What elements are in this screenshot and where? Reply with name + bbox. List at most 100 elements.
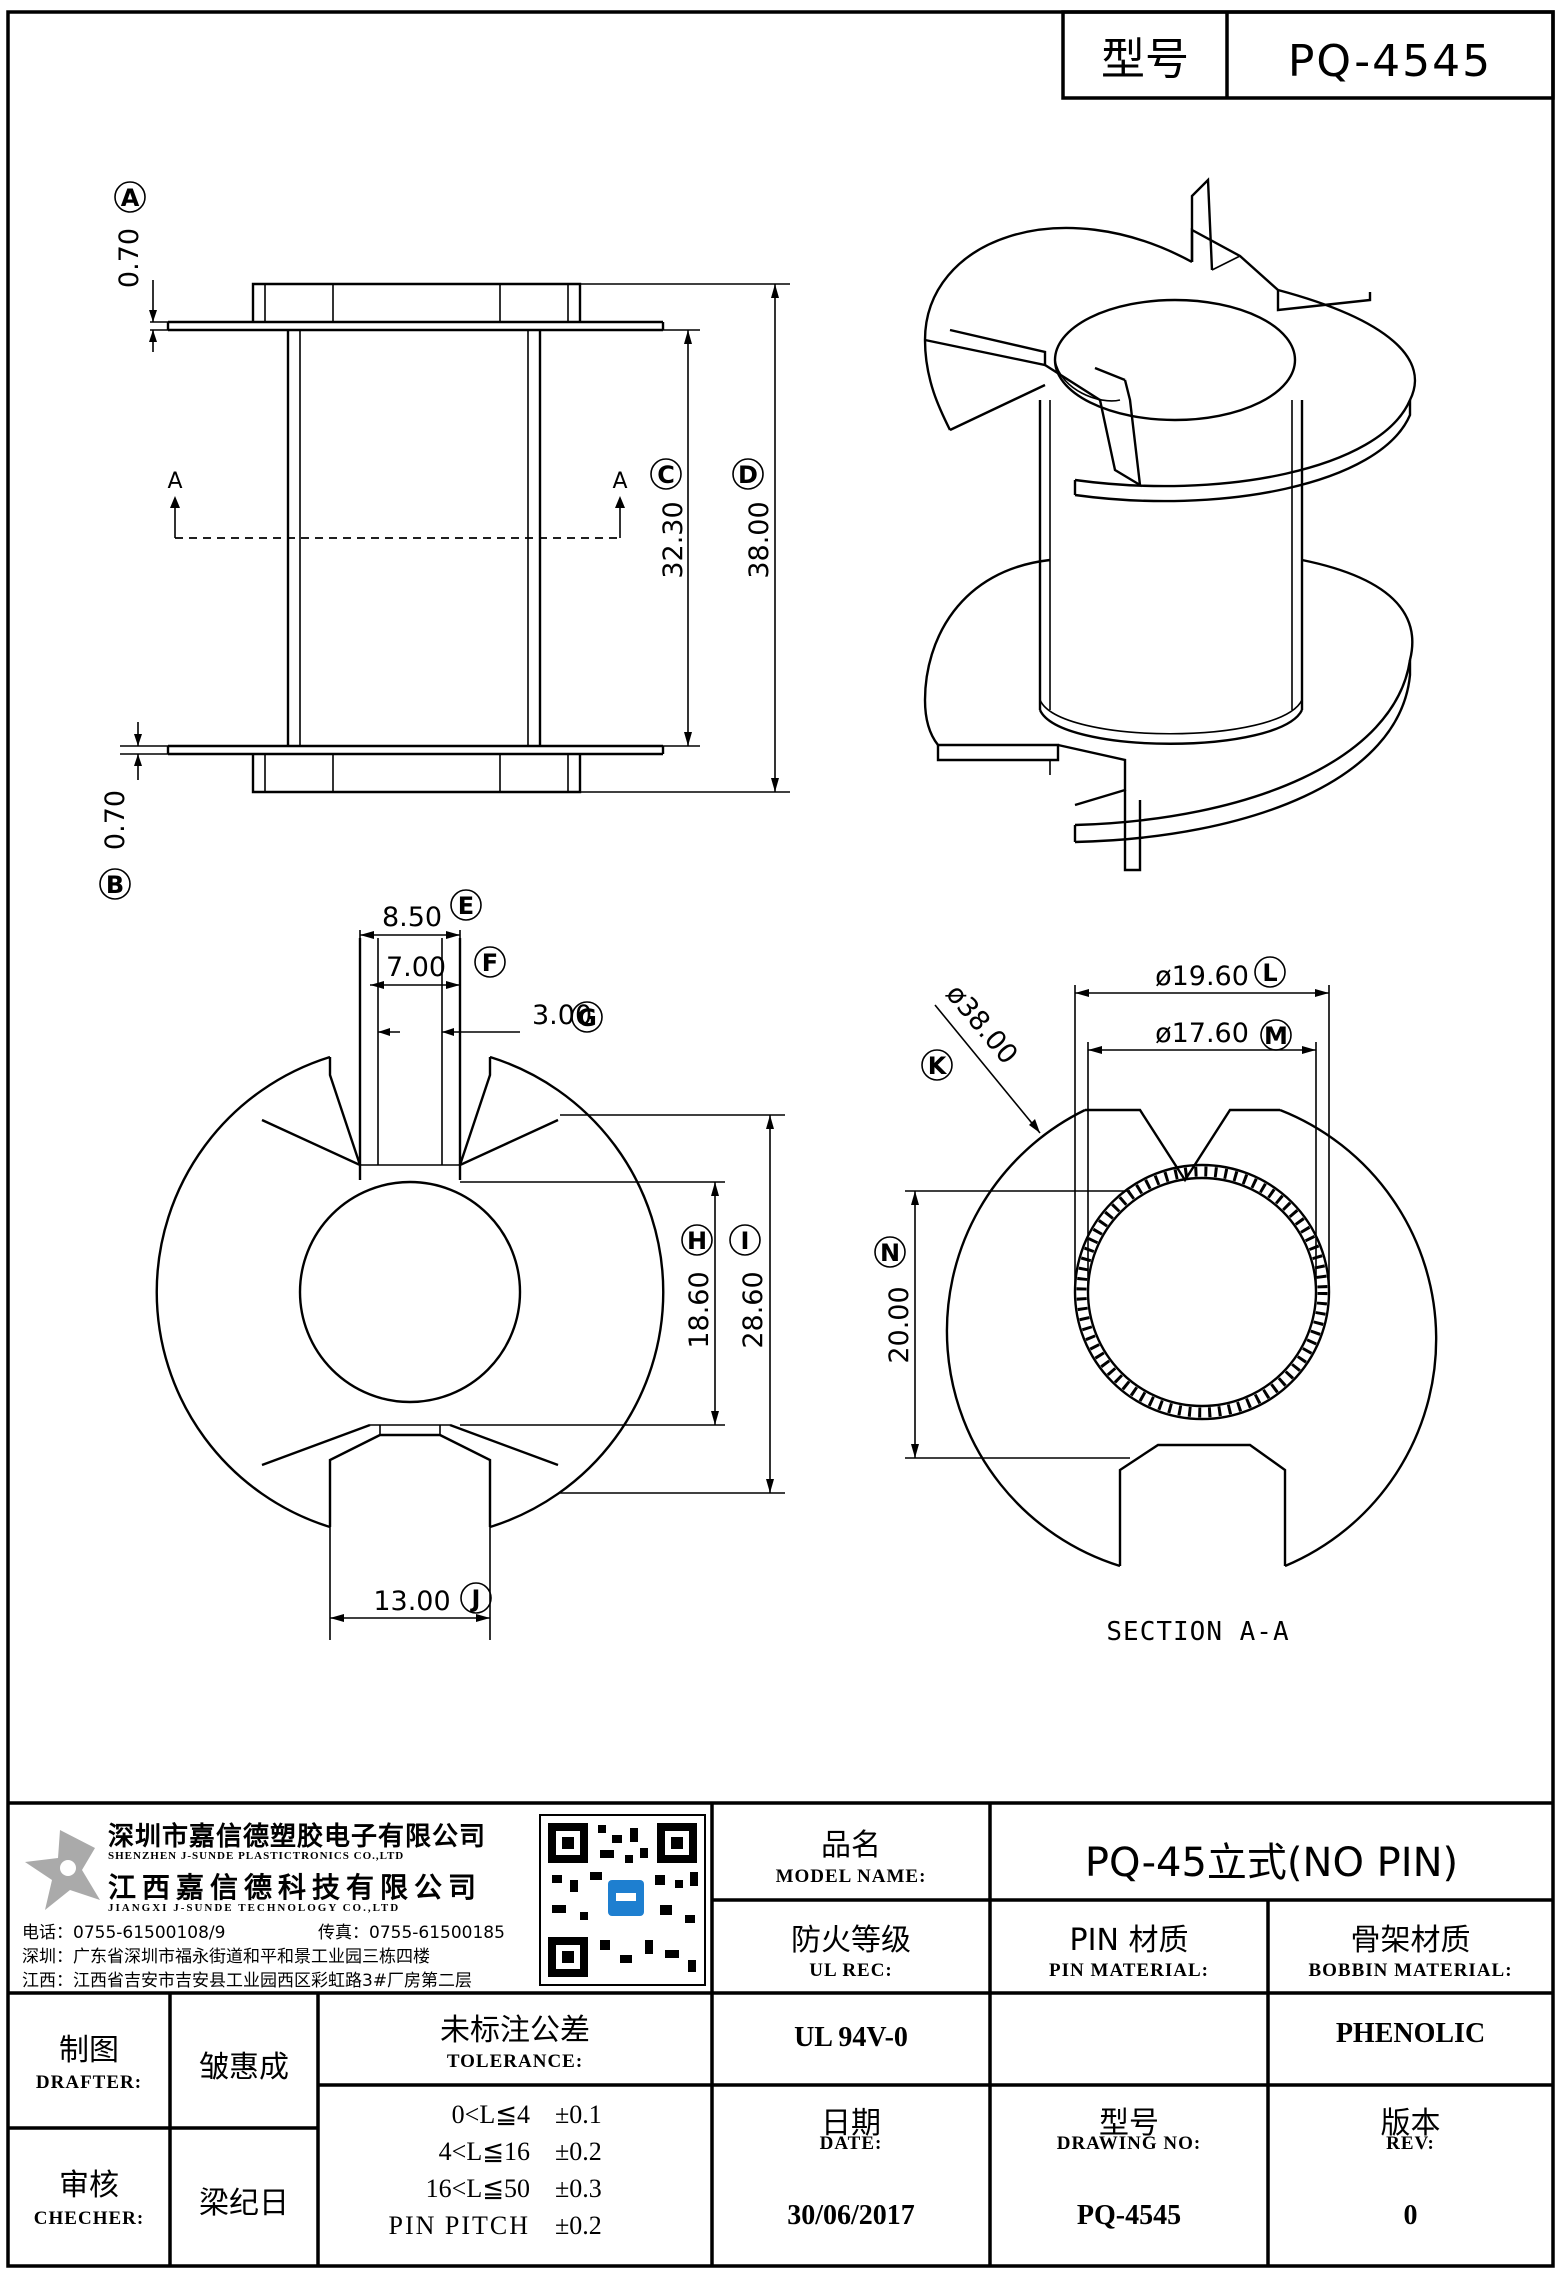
header-type-value: PQ-4545 [1288, 36, 1492, 87]
company-name-en-2: JIANGXI J-SUNDE TECHNOLOGY CO.,LTD [108, 1902, 401, 1914]
pin-material-label-cn: PIN 材质 [1069, 1923, 1189, 1958]
company-address-jiangxi: 江西：江西省吉安市吉安县工业园西区彩虹路3#厂房第二层 [22, 1971, 473, 1991]
dim-K-value: ø38.00 [939, 979, 1023, 1071]
company-name-cn-2: 江西嘉信德科技有限公司 [108, 1871, 483, 1904]
dim-M-letter: M [1264, 1022, 1288, 1050]
tolerance-range-4: PIN PITCH [388, 2211, 530, 2240]
dim-B-marker [99, 868, 131, 900]
section-marker-right: A [612, 469, 627, 494]
company-fax: 传真：0755-61500185 [318, 1923, 505, 1943]
drawing-no-label-cn: 型号 [1099, 2106, 1159, 2141]
dim-J-marker [460, 1582, 492, 1614]
bobbin-material-label-cn: 骨架材质 [1350, 1923, 1471, 1958]
tolerance-value-2: ±0.2 [555, 2137, 602, 2166]
dim-F-value: 7.00 [386, 952, 446, 983]
dim-A-marker [114, 181, 146, 213]
tolerance-label-en: TOLERANCE: [446, 2051, 584, 2072]
dim-D-letter: D [738, 461, 758, 489]
dim-G-marker [571, 1001, 603, 1033]
date-value: 30/06/2017 [787, 2200, 915, 2231]
section-view: ø19.60 L ø17.60 M ø38.00 K 20.00 N SECTI… [874, 956, 1438, 1647]
dim-H-letter: H [687, 1227, 707, 1255]
drafter-name: 皱惠成 [199, 2050, 289, 2085]
dim-I-value: 28.60 [738, 1271, 769, 1348]
company-tel: 电话：0755-61500108/9 [22, 1923, 226, 1943]
dim-H-value: 18.60 [684, 1271, 715, 1348]
dim-H-marker [681, 1224, 713, 1256]
dim-A-value: 0.70 [114, 228, 145, 288]
company-address-shenzhen: 深圳：广东省深圳市福永街道和平和景工业园三栋四楼 [22, 1947, 430, 1967]
dim-M-value: ø17.60 [1155, 1018, 1249, 1049]
section-marker-left: A [167, 469, 182, 494]
checker-label-cn: 审核 [59, 2168, 119, 2203]
checker-label-en: CHECHER: [33, 2208, 145, 2229]
ul-value: UL 94V-0 [794, 2022, 908, 2053]
dim-L-marker [1254, 956, 1286, 988]
title-block-grid [8, 1801, 1553, 2266]
section-title: SECTION A-A [1106, 1617, 1289, 1647]
dim-G-letter: G [577, 1004, 597, 1032]
ul-label-en: UL REC: [809, 1960, 893, 1981]
dim-J-value: 13.00 [373, 1586, 450, 1617]
drawing-no-value: PQ-4545 [1076, 2200, 1182, 2231]
drafter-label-cn: 制图 [59, 2033, 119, 2068]
dim-C-letter: C [657, 461, 675, 489]
qr-code [539, 1814, 706, 1986]
dim-B-value: 0.70 [100, 790, 131, 850]
top-view: 8.50 E 7.00 F 3.00 G 18.60 H 28.60 [155, 889, 785, 1640]
company-name-en-1: SHENZHEN J-SUNDE PLASTICTRONICS CO.,LTD [108, 1850, 405, 1862]
rev-label-en: REV: [1386, 2133, 1435, 2154]
rev-label-cn: 版本 [1380, 2106, 1441, 2141]
dim-C-marker [650, 458, 682, 490]
checker-name: 梁纪日 [199, 2186, 289, 2221]
ul-label-cn: 防火等级 [791, 1923, 911, 1958]
bobbin-material-label-en: BOBBIN MATERIAL: [1308, 1960, 1513, 1981]
dim-E-marker [450, 889, 482, 921]
dim-D-marker [732, 458, 764, 490]
company-name-cn-1: 深圳市嘉信德塑胶电子有限公司 [108, 1822, 487, 1852]
dim-G-value: 3.00 [532, 1000, 592, 1031]
drafter-label-en: DRAFTER: [35, 2072, 143, 2093]
dim-E-letter: E [458, 892, 474, 920]
model-name-label-en: MODEL NAME: [775, 1866, 927, 1887]
company-logo [25, 1830, 100, 1910]
dim-L-letter: L [1262, 959, 1277, 987]
dim-F-marker [474, 946, 506, 978]
tolerance-value-1: ±0.1 [555, 2100, 602, 2129]
dim-L-value: ø19.60 [1155, 961, 1249, 992]
date-label-cn: 日期 [821, 2106, 881, 2141]
dim-N-marker [874, 1236, 906, 1268]
dim-K-marker [921, 1049, 953, 1081]
dim-N-letter: N [880, 1239, 900, 1267]
dim-K-letter: K [928, 1052, 948, 1080]
dim-B-letter: B [106, 871, 124, 899]
pin-material-label-en: PIN MATERIAL: [1049, 1960, 1209, 1981]
dim-I-letter: I [741, 1227, 750, 1255]
dim-C-value: 32.30 [658, 501, 689, 578]
tolerance-label-cn: 未标注公差 [440, 2013, 590, 2048]
model-name-label-cn: 品名 [821, 1828, 881, 1863]
header-type-box: 型号 PQ-4545 [1061, 10, 1555, 100]
rev-value: 0 [1403, 2200, 1418, 2231]
isometric-view [923, 177, 1416, 872]
tolerance-value-4: ±0.2 [555, 2211, 602, 2240]
drawing-no-label-en: DRAWING NO: [1056, 2133, 1202, 2154]
tolerance-range-3: 16<L≦50 [425, 2174, 530, 2203]
dim-F-letter: F [482, 949, 498, 977]
dim-I-marker [729, 1224, 761, 1256]
header-type-label: 型号 [1101, 34, 1189, 85]
front-view: A A 0.70 A 0.70 B 32.30 C [99, 181, 790, 900]
drawing-border [6, 10, 1555, 2268]
dim-D-value: 38.00 [744, 501, 775, 578]
dim-J-letter: J [470, 1585, 481, 1613]
dim-A-letter: A [121, 184, 140, 212]
tolerance-value-3: ±0.3 [555, 2174, 602, 2203]
date-label-en: DATE: [819, 2133, 883, 2154]
dim-M-marker [1260, 1019, 1292, 1051]
tolerance-range-2: 4<L≦16 [438, 2137, 530, 2166]
dim-N-value: 20.00 [884, 1286, 915, 1363]
bobbin-material-value: PHENOLIC [1335, 2018, 1486, 2049]
tolerance-range-1: 0<L≦4 [451, 2100, 530, 2129]
dim-E-value: 8.50 [382, 902, 442, 933]
